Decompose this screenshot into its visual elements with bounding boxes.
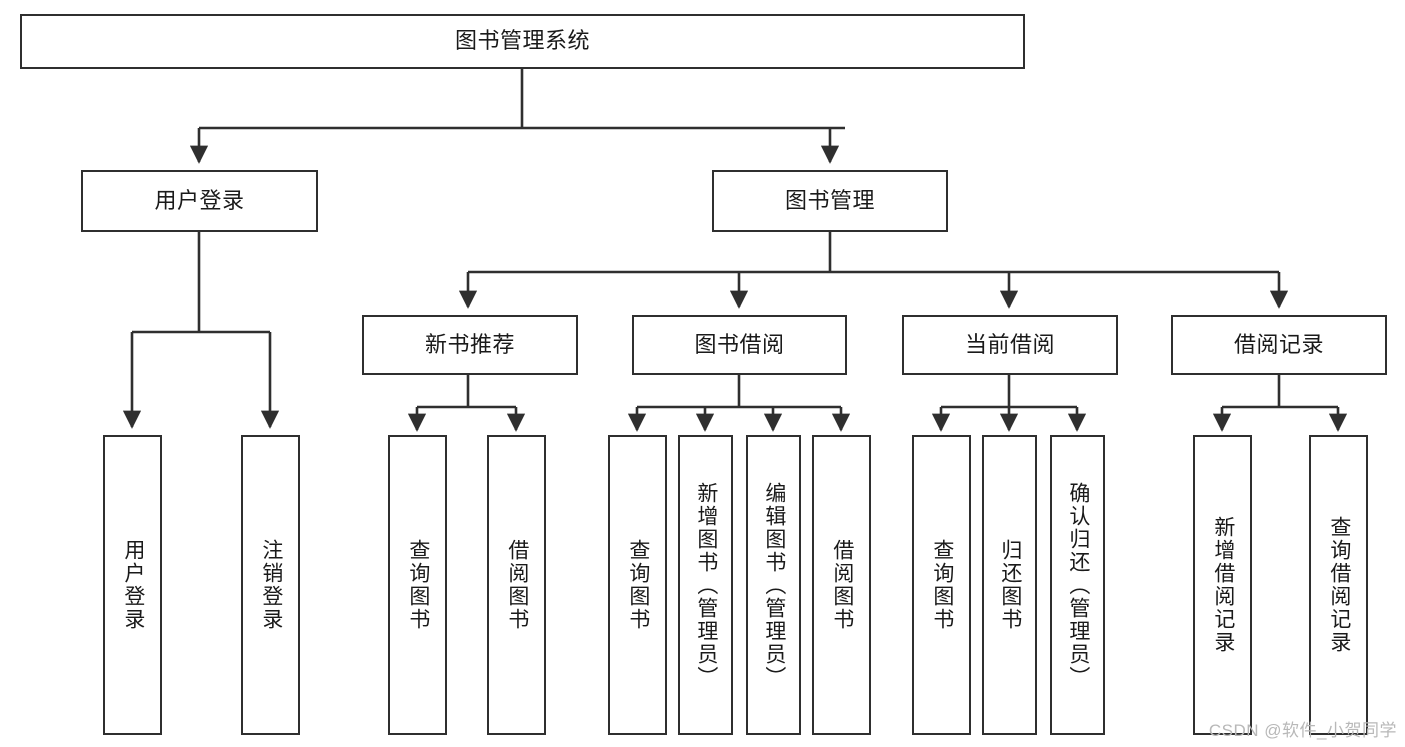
- node-leaf-query-record-label: 查询借阅记录: [1327, 516, 1351, 654]
- node-borrow-record-label: 借阅记录: [1233, 331, 1324, 357]
- node-leaf-return-book-label: 归还图书: [998, 539, 1022, 631]
- node-leaf-query-book-2-label: 查询图书: [626, 539, 650, 631]
- node-leaf-confirm-return[interactable]: 确认归还（管理员）: [1050, 435, 1105, 735]
- node-leaf-add-book-label: 新增图书（管理员）: [694, 481, 718, 689]
- node-leaf-query-book-2[interactable]: 查询图书: [608, 435, 667, 735]
- node-book-management-label: 图书管理: [784, 187, 875, 213]
- node-leaf-return-book[interactable]: 归还图书: [982, 435, 1037, 735]
- node-leaf-user-logout-label: 注销登录: [259, 539, 283, 631]
- node-leaf-query-record[interactable]: 查询借阅记录: [1309, 435, 1368, 735]
- node-leaf-add-book[interactable]: 新增图书（管理员）: [678, 435, 733, 735]
- node-current-borrow-label: 当前借阅: [964, 331, 1055, 357]
- node-book-borrow-label: 图书借阅: [694, 331, 785, 357]
- node-leaf-user-login-label: 用户登录: [121, 539, 145, 631]
- node-leaf-add-record-label: 新增借阅记录: [1211, 516, 1235, 654]
- node-borrow-record[interactable]: 借阅记录: [1171, 315, 1387, 375]
- node-root[interactable]: 图书管理系统: [20, 14, 1025, 69]
- node-user-login[interactable]: 用户登录: [81, 170, 318, 232]
- node-book-management[interactable]: 图书管理: [712, 170, 948, 232]
- node-leaf-edit-book-label: 编辑图书（管理员）: [762, 481, 786, 689]
- node-leaf-user-login[interactable]: 用户登录: [103, 435, 162, 735]
- node-current-borrow[interactable]: 当前借阅: [902, 315, 1118, 375]
- node-user-login-label: 用户登录: [154, 187, 245, 213]
- node-root-label: 图书管理系统: [454, 28, 590, 54]
- node-leaf-confirm-return-label: 确认归还（管理员）: [1066, 481, 1090, 689]
- watermark-text: CSDN @软件_小贺同学: [1208, 721, 1397, 740]
- node-new-book-recommend-label: 新书推荐: [424, 331, 515, 357]
- node-leaf-add-record[interactable]: 新增借阅记录: [1193, 435, 1252, 735]
- node-leaf-user-logout[interactable]: 注销登录: [241, 435, 300, 735]
- node-leaf-borrow-book-1-label: 借阅图书: [505, 539, 529, 631]
- node-leaf-borrow-book-2[interactable]: 借阅图书: [812, 435, 871, 735]
- node-leaf-query-book-3[interactable]: 查询图书: [912, 435, 971, 735]
- node-book-borrow[interactable]: 图书借阅: [632, 315, 847, 375]
- node-leaf-query-book-3-label: 查询图书: [930, 539, 954, 631]
- node-leaf-query-book-1[interactable]: 查询图书: [388, 435, 447, 735]
- node-leaf-query-book-1-label: 查询图书: [406, 539, 430, 631]
- node-leaf-borrow-book-1[interactable]: 借阅图书: [487, 435, 546, 735]
- node-leaf-borrow-book-2-label: 借阅图书: [830, 539, 854, 631]
- node-leaf-edit-book[interactable]: 编辑图书（管理员）: [746, 435, 801, 735]
- node-new-book-recommend[interactable]: 新书推荐: [362, 315, 578, 375]
